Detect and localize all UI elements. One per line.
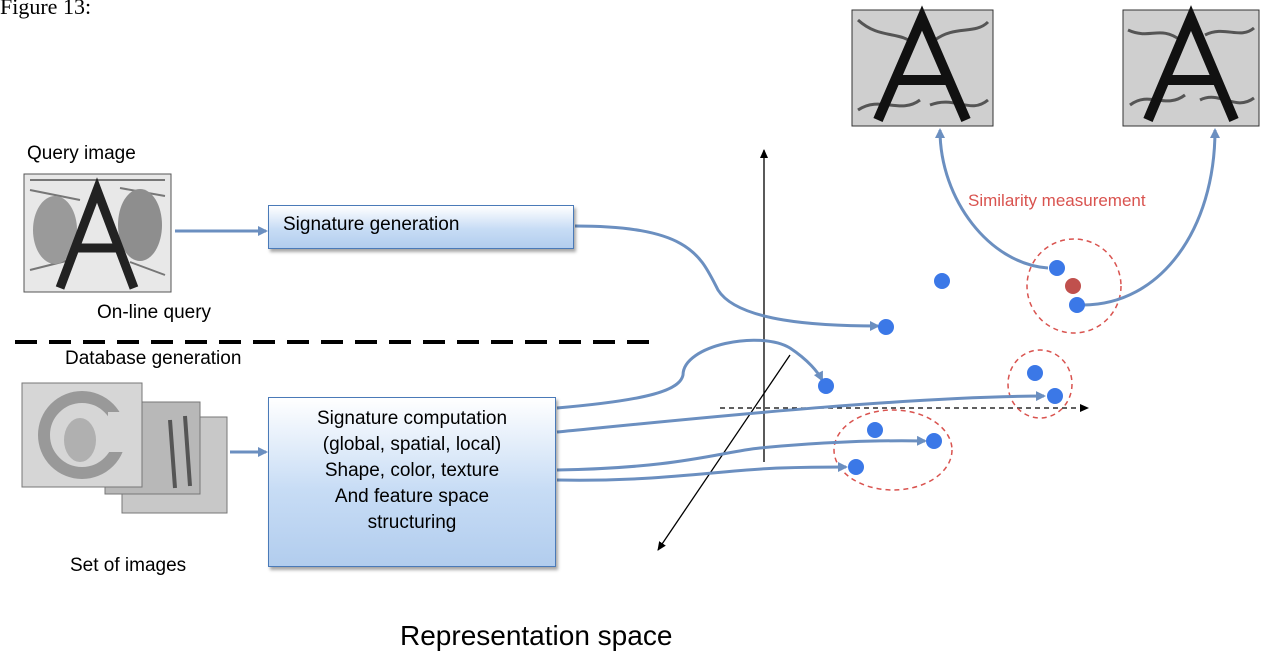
arrow-computation-to-point-b xyxy=(556,462,848,482)
representation-space-label: Representation space xyxy=(400,620,673,651)
arrow-similarity-right xyxy=(1082,128,1220,307)
query-image-label: Query image xyxy=(27,143,136,164)
arrow-similarity-left xyxy=(935,128,1049,270)
signature-computation-line: Shape, color, texture xyxy=(324,460,500,481)
database-generation-label: Database generation xyxy=(65,348,242,369)
feature-point xyxy=(1069,297,1085,313)
signature-computation-line: structuring xyxy=(367,512,457,533)
signature-generation-box: Signature generation xyxy=(268,205,574,249)
query-image-thumbnail xyxy=(23,173,172,293)
feature-point xyxy=(878,319,894,335)
arrow-signature-to-point xyxy=(574,224,880,331)
feature-point xyxy=(818,378,834,394)
cluster-outline-query xyxy=(1026,238,1122,334)
cluster-outline-upper xyxy=(1007,349,1073,419)
feature-point xyxy=(926,433,942,449)
signature-computation-line: Signature computation xyxy=(316,408,508,429)
feature-point xyxy=(1049,260,1065,276)
feature-point xyxy=(848,459,864,475)
query-point xyxy=(1065,278,1081,294)
signature-computation-line: And feature space xyxy=(334,486,490,507)
arrow-computation-to-point-a xyxy=(556,338,824,410)
signature-computation-line: (global, spatial, local) xyxy=(322,434,502,455)
set-of-images-label: Set of images xyxy=(70,555,187,576)
feature-point xyxy=(934,273,950,289)
online-query-label: On-line query xyxy=(97,302,212,323)
signature-generation-text: Signature generation xyxy=(283,214,460,235)
database-images-thumbnail xyxy=(21,382,228,514)
arrow-computation-to-cluster-lower xyxy=(556,435,927,472)
feature-point xyxy=(867,422,883,438)
signature-computation-box: Signature computation (global, spatial, … xyxy=(268,397,556,567)
feature-point xyxy=(1047,388,1063,404)
feature-point xyxy=(1027,365,1043,381)
similarity-measurement-label: Similarity measurement xyxy=(968,191,1146,210)
arrow-computation-to-cluster-upper xyxy=(556,391,1046,434)
result-image-left-thumbnail xyxy=(851,5,994,127)
cluster-outline-lower xyxy=(833,409,953,491)
result-image-right-thumbnail xyxy=(1122,5,1260,127)
figure-caption: Figure 13: xyxy=(0,0,92,19)
